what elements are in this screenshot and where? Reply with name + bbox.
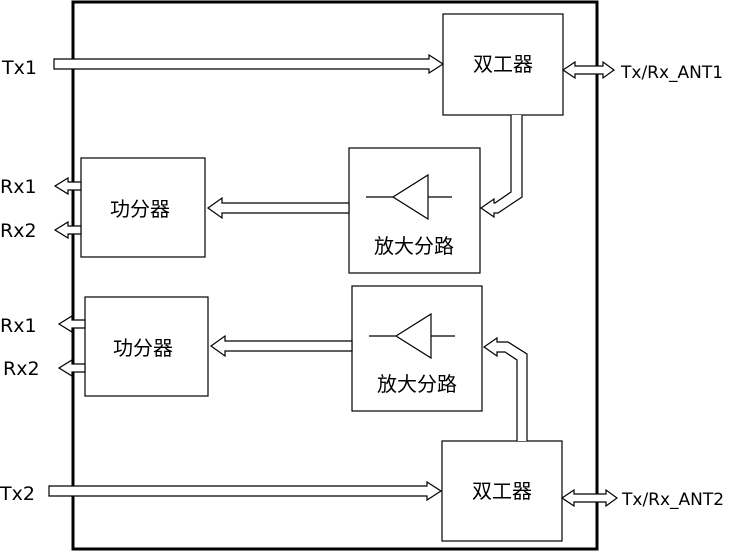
ant2-label: Tx/Rx_ANT2 (621, 490, 724, 510)
duplexer-bottom-box (441, 440, 563, 542)
splitter-bottom-box (84, 296, 209, 397)
splitter-top-box (80, 157, 206, 258)
ant1-label: Tx/Rx_ANT1 (620, 63, 723, 83)
splitter-bottom-label: 功分器 (113, 336, 173, 360)
rx1-top-label: Rx1 (0, 176, 37, 198)
amp-bottom-to-splitter-arrow (209, 334, 353, 358)
rx2-top-arrow (53, 220, 82, 240)
ant2-arrow (560, 488, 619, 508)
rx2-top-label: Rx2 (0, 220, 37, 242)
duplexer-bottom-label: 双工器 (472, 479, 532, 503)
amp-bottom-label: 放大分路 (377, 372, 457, 396)
amplifier-bottom-symbol (369, 312, 455, 360)
tx1-arrow (53, 53, 445, 75)
rx2-bottom-arrow (57, 358, 86, 378)
rx1-bottom-label: Rx1 (0, 315, 37, 337)
duplexer-top-to-amp-arrow (479, 115, 523, 219)
duplexer-top-box (442, 13, 564, 116)
ant1-arrow (561, 60, 616, 80)
rx2-bottom-label: Rx2 (3, 358, 40, 380)
amp-top-label: 放大分路 (374, 234, 454, 258)
tx2-arrow (48, 480, 443, 502)
amplifier-top-symbol (366, 173, 452, 221)
rx1-top-arrow (53, 176, 82, 196)
duplexer-top-label: 双工器 (473, 52, 533, 76)
tx1-label: Tx1 (1, 57, 37, 79)
splitter-top-label: 功分器 (110, 197, 170, 221)
outer-enclosure (71, 0, 599, 551)
tx2-label: Tx2 (0, 483, 35, 505)
duplexer-bottom-to-amp-arrow (482, 336, 528, 441)
amp-top-to-splitter-arrow (206, 196, 350, 220)
rx1-bottom-arrow (57, 314, 86, 334)
